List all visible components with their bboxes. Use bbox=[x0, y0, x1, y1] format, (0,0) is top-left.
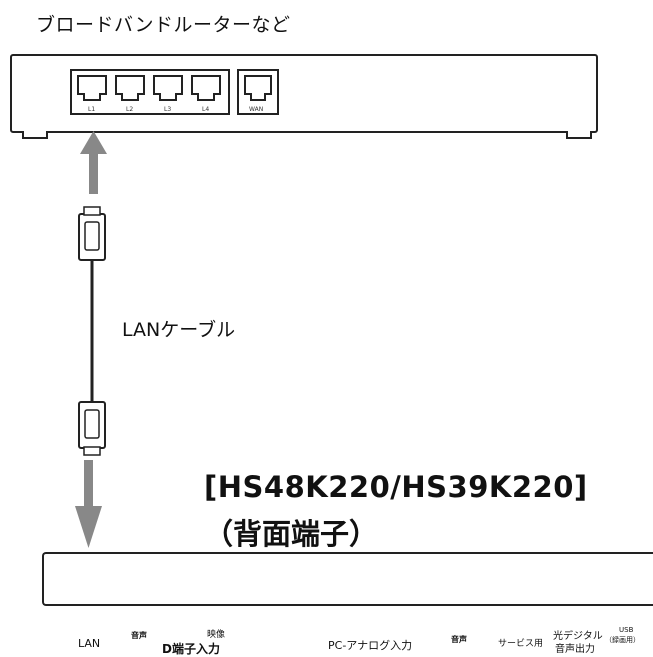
label-usb-1: USB bbox=[619, 626, 634, 634]
model-subtitle: （背面端子） bbox=[204, 517, 379, 551]
router-title: ブロードバンドルーターなど bbox=[36, 14, 291, 36]
router-port-l3 bbox=[153, 75, 183, 101]
label-optical-2: 音声出力 bbox=[555, 644, 595, 655]
label-optical-1: 光デジタル bbox=[553, 631, 603, 642]
router-port-label-wan: WAN bbox=[249, 106, 264, 113]
router-port-wan bbox=[244, 75, 272, 101]
label-audio-1: 音声 bbox=[131, 631, 147, 640]
label-pc-analog: PC-アナログ入力 bbox=[328, 639, 413, 652]
label-audio-2: 音声 bbox=[451, 635, 467, 644]
label-usb-2: （録画用） bbox=[605, 636, 640, 644]
tv-back-panel bbox=[42, 552, 653, 606]
arrow-up-icon bbox=[80, 131, 107, 194]
model-title: [HS48K220/HS39K220] bbox=[204, 470, 588, 504]
label-video: 映像 bbox=[207, 630, 226, 640]
lan-connector-top-icon bbox=[78, 206, 106, 261]
router-port-l1 bbox=[77, 75, 107, 101]
router-lan-port-group bbox=[70, 69, 230, 115]
arrow-down-icon bbox=[75, 460, 102, 548]
router-foot-right bbox=[566, 131, 592, 139]
router-port-label-l4: L4 bbox=[202, 106, 210, 113]
router-wan-port-frame bbox=[237, 69, 279, 115]
cable-label: LANケーブル bbox=[122, 319, 236, 341]
router-foot-left bbox=[22, 131, 48, 139]
label-d-terminal: D端子入力 bbox=[162, 642, 220, 656]
router-device bbox=[10, 54, 598, 133]
router-port-l2 bbox=[115, 75, 145, 101]
router-port-label-l1: L1 bbox=[88, 106, 96, 113]
router-port-label-l3: L3 bbox=[164, 106, 172, 113]
router-port-l4 bbox=[191, 75, 221, 101]
router-port-label-l2: L2 bbox=[126, 106, 134, 113]
label-lan: LAN bbox=[78, 637, 101, 650]
label-service: サービス用 bbox=[498, 639, 544, 649]
lan-connector-bottom-icon bbox=[78, 401, 106, 456]
